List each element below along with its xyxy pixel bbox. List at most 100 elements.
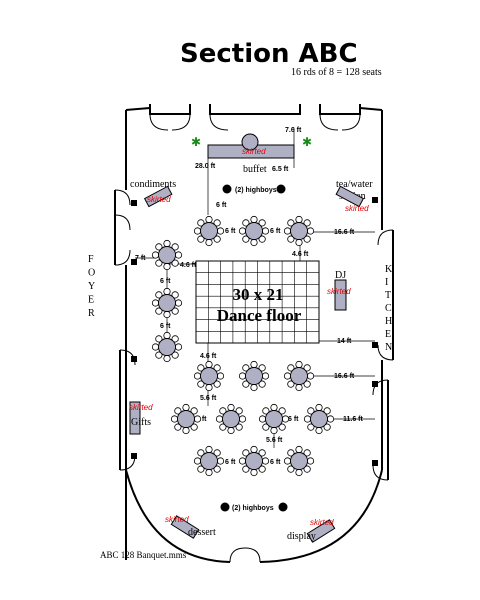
chair — [283, 372, 292, 380]
chair — [307, 423, 315, 431]
dim-label: 4.6 ft — [180, 262, 197, 269]
chair — [155, 307, 163, 315]
dim-label: 28.0 ft — [195, 163, 216, 170]
chair — [258, 449, 266, 457]
dessert-table: skirted dessert — [165, 515, 216, 539]
chair — [171, 307, 179, 315]
chair — [242, 380, 250, 388]
round-table — [238, 360, 270, 392]
seat-summary: 16 rds of 8 = 128 seats — [291, 67, 382, 78]
chair — [197, 364, 205, 372]
chair — [242, 219, 250, 227]
chair — [295, 238, 303, 247]
chair — [182, 403, 190, 412]
chair — [205, 468, 213, 477]
chair — [193, 227, 202, 235]
dj-station: DJ skirted — [327, 270, 351, 311]
chair — [174, 299, 183, 307]
chair — [216, 372, 225, 380]
chair — [190, 423, 198, 431]
table-top — [310, 410, 328, 428]
table-top — [158, 338, 176, 356]
dimension-labels: 7.6 ft 6.5 ft 28.0 ft 6 ft 16.6 ft 4.6 f… — [135, 127, 364, 466]
plant-icon: ✱ ✱ — [191, 135, 312, 149]
highboys-label: (2) highboys — [232, 505, 274, 512]
dim-label: 6.5 ft — [272, 166, 289, 173]
doors — [114, 113, 394, 563]
chair — [258, 415, 267, 423]
chair — [235, 407, 243, 415]
condiments-label: condiments — [130, 179, 176, 190]
chair — [261, 372, 270, 380]
table-top — [245, 367, 263, 385]
chair — [151, 299, 160, 307]
vertical-letter: H — [385, 316, 392, 327]
table-top — [290, 452, 308, 470]
chair — [303, 465, 311, 473]
chair — [261, 457, 270, 465]
round-table — [283, 215, 315, 247]
round-table — [258, 403, 290, 435]
chair — [155, 259, 163, 267]
skirted-label: skirted — [242, 147, 266, 156]
chair — [170, 415, 179, 423]
chair — [213, 449, 221, 457]
chair — [242, 449, 250, 457]
dim-label: 6 ft — [160, 323, 171, 330]
chair — [295, 360, 303, 369]
highboys-top: (2) highboys — [222, 184, 286, 194]
dim-label: 6 ft — [196, 416, 207, 423]
chair — [197, 465, 205, 473]
chair — [262, 407, 270, 415]
chair — [171, 291, 179, 299]
chair — [213, 380, 221, 388]
chair — [155, 351, 163, 359]
chair — [278, 423, 286, 431]
chair — [171, 335, 179, 343]
dim-label: 11.6 ft — [343, 416, 364, 423]
skirted-label: skirted — [310, 518, 334, 527]
chair — [306, 227, 315, 235]
dance-floor-name: Dance floor — [217, 306, 302, 325]
skirted-label: skirted — [147, 195, 171, 204]
chair — [258, 235, 266, 243]
round-table — [170, 403, 202, 435]
chair — [205, 360, 213, 369]
vertical-letter: Y — [88, 281, 95, 292]
chair — [205, 445, 213, 454]
chair — [295, 383, 303, 392]
chair — [283, 227, 292, 235]
chair — [163, 354, 171, 363]
chair — [197, 235, 205, 243]
round-table — [151, 331, 183, 363]
chair — [174, 251, 183, 259]
chair — [287, 380, 295, 388]
chair — [213, 219, 221, 227]
chair — [215, 415, 224, 423]
chair — [238, 227, 247, 235]
dimension-lines — [135, 128, 375, 448]
dim-label: 6 ft — [216, 202, 227, 209]
chair — [306, 372, 315, 380]
vertical-letter: C — [385, 303, 392, 314]
vertical-letter: I — [385, 277, 388, 288]
chair — [155, 243, 163, 251]
chair — [163, 239, 171, 248]
chair — [315, 426, 323, 435]
chair — [270, 426, 278, 435]
chair — [306, 457, 315, 465]
chair — [303, 380, 311, 388]
dim-label: 5.6 ft — [200, 395, 217, 402]
table-top — [200, 222, 218, 240]
chair — [287, 465, 295, 473]
chair — [250, 238, 258, 247]
chair — [155, 335, 163, 343]
dim-label: 6 ft — [160, 278, 171, 285]
round-table — [303, 403, 335, 435]
vertical-letter: E — [88, 295, 94, 306]
chair — [174, 407, 182, 415]
chair — [323, 423, 331, 431]
chair — [171, 351, 179, 359]
